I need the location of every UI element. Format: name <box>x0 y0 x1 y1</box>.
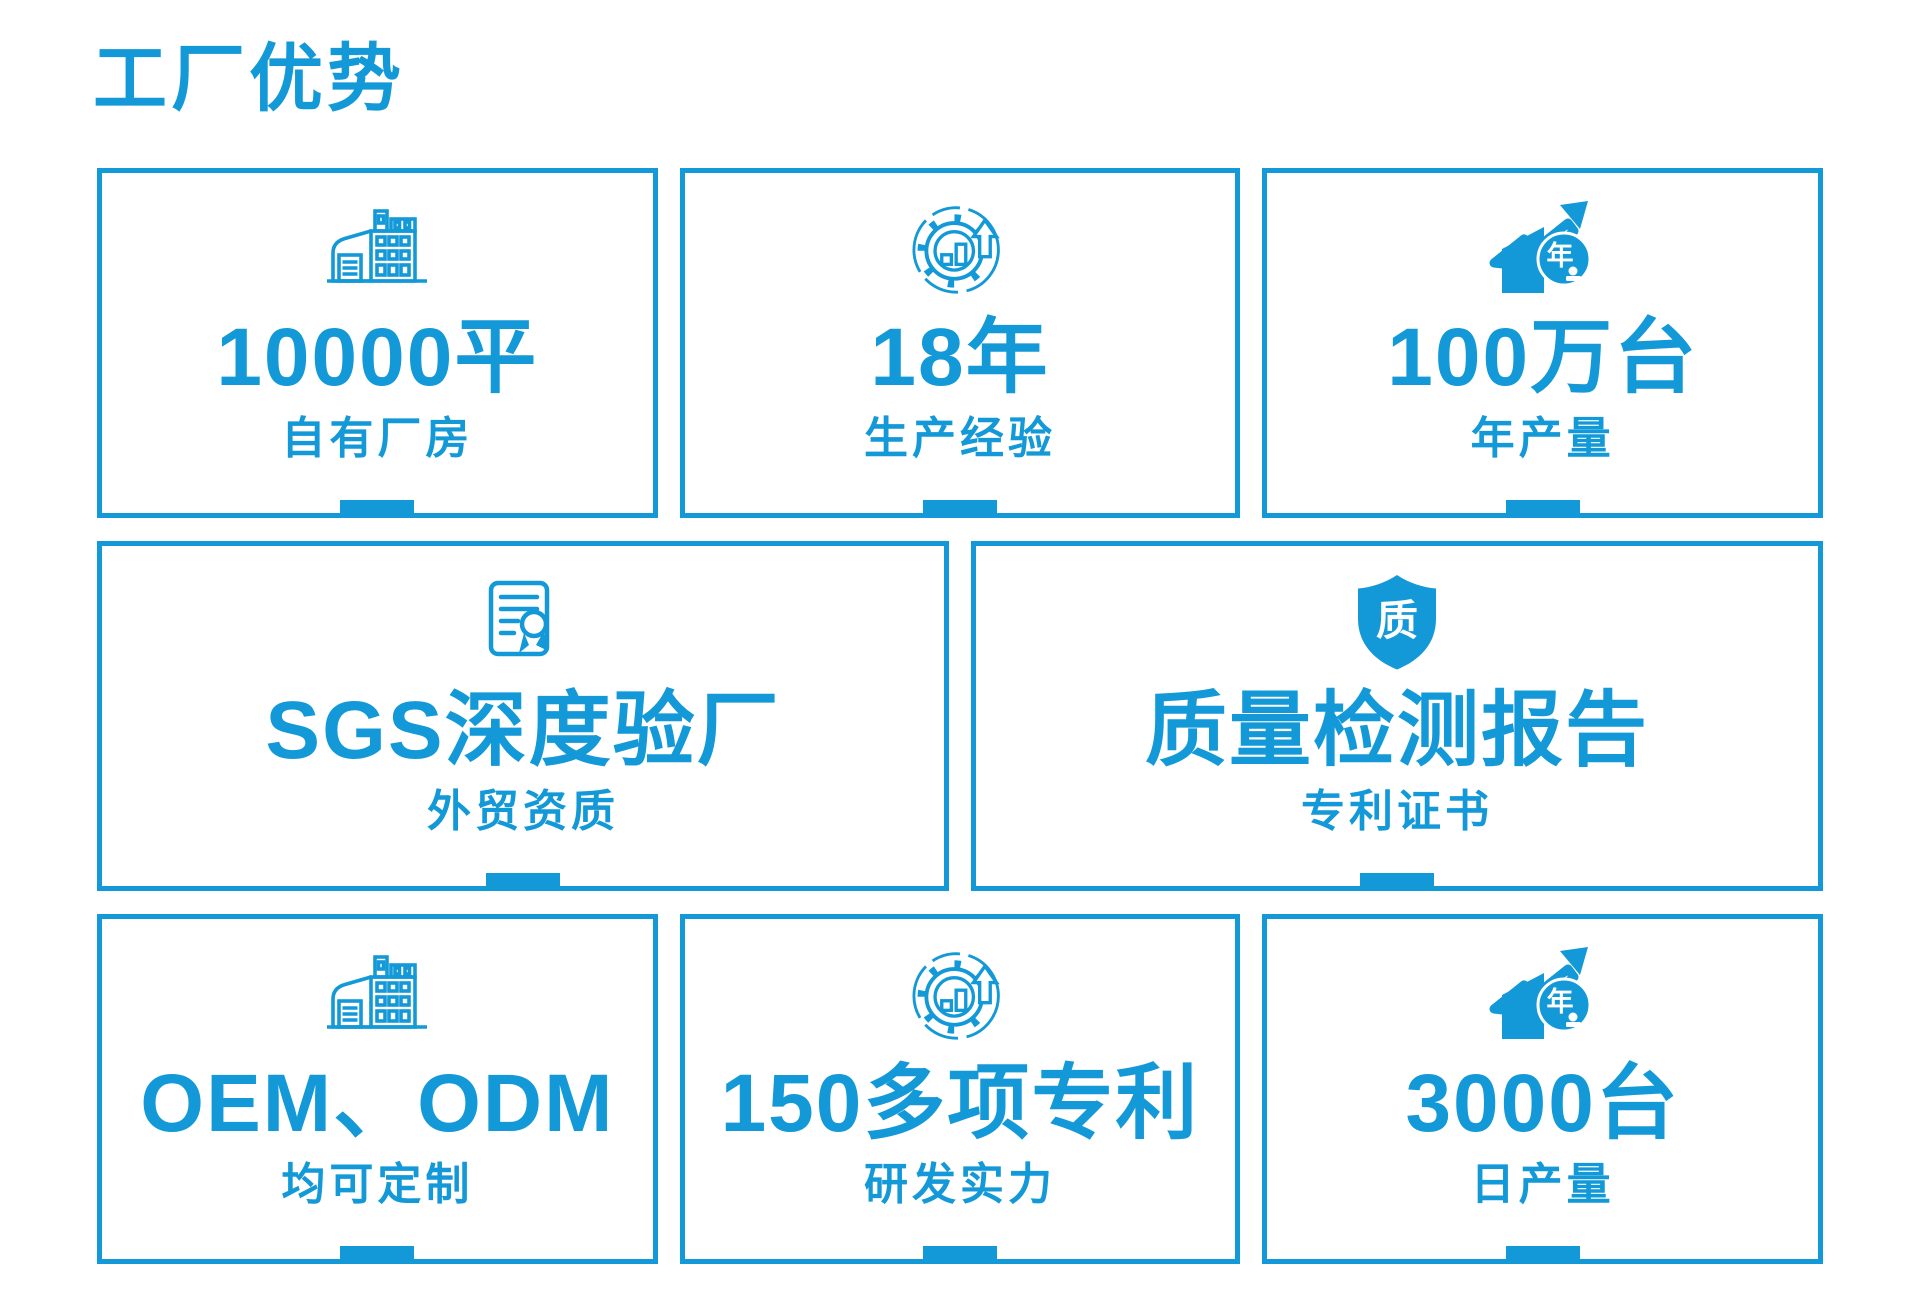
grid-row-1: 10000平 自有厂房 18年 生产经验 100万台 年产量 <box>97 168 1823 518</box>
stat-value: SGS深度验厂 <box>265 685 781 776</box>
stat-card-patents: 150多项专利 研发实力 <box>679 914 1241 1264</box>
page-title: 工厂优势 <box>93 37 405 120</box>
advantages-grid: 10000平 自有厂房 18年 生产经验 100万台 年产量 <box>97 168 1823 1287</box>
stat-value: OEM、ODM <box>140 1058 615 1149</box>
stat-card-quality-report: 质量检测报告 专利证书 <box>971 541 1823 891</box>
grid-row-2: SGS深度验厂 外贸资质 质量检测报告 专利证书 <box>97 541 1823 891</box>
card-bottom-tab <box>1505 1246 1580 1261</box>
stat-label: 生产经验 <box>863 414 1056 464</box>
stat-card-sgs-audit: SGS深度验厂 外贸资质 <box>97 541 949 891</box>
card-bottom-tab <box>1360 873 1434 888</box>
icon-box <box>1488 943 1598 1047</box>
stat-card-oem-odm: OEM、ODM 均可定制 <box>97 914 658 1264</box>
growth-chart-icon <box>1488 201 1598 297</box>
stat-label: 研发实力 <box>863 1160 1056 1210</box>
quality-shield-icon <box>1352 572 1442 672</box>
stat-label: 均可定制 <box>281 1160 474 1210</box>
icon-box <box>1488 197 1598 301</box>
stat-label: 专利证书 <box>1301 787 1493 837</box>
stat-value: 150多项专利 <box>720 1058 1200 1149</box>
card-bottom-tab <box>340 500 415 515</box>
icon-box <box>325 197 429 301</box>
stat-card-factory-area: 10000平 自有厂房 <box>97 168 658 518</box>
gear-chart-icon <box>910 201 1010 297</box>
stat-value: 质量检测报告 <box>1144 685 1649 776</box>
icon-box <box>477 570 569 674</box>
stat-card-daily-output: 3000台 日产量 <box>1262 914 1823 1264</box>
certificate-icon <box>477 576 569 668</box>
stat-value: 100万台 <box>1387 312 1699 403</box>
card-bottom-tab <box>922 1246 997 1261</box>
stat-value: 18年 <box>870 312 1050 403</box>
factory-icon <box>325 207 429 291</box>
stat-label: 自有厂房 <box>281 414 474 464</box>
icon-box <box>910 197 1010 301</box>
stat-label: 外贸资质 <box>427 787 619 837</box>
card-bottom-tab <box>1505 500 1580 515</box>
stat-card-annual-output: 100万台 年产量 <box>1262 168 1823 518</box>
grid-row-3: OEM、ODM 均可定制 150多项专利 研发实力 3000台 日产量 <box>97 914 1823 1264</box>
stat-label: 日产量 <box>1470 1160 1615 1210</box>
icon-box <box>1352 570 1442 674</box>
factory-icon <box>325 953 429 1037</box>
stat-value: 10000平 <box>216 312 539 403</box>
card-bottom-tab <box>922 500 997 515</box>
stat-value: 3000台 <box>1405 1058 1680 1149</box>
growth-chart-icon <box>1488 947 1598 1043</box>
stat-card-experience: 18年 生产经验 <box>679 168 1241 518</box>
icon-box <box>910 943 1010 1047</box>
stat-label: 年产量 <box>1470 414 1615 464</box>
icon-box <box>325 943 429 1047</box>
gear-chart-icon <box>910 947 1010 1043</box>
card-bottom-tab <box>486 873 560 888</box>
card-bottom-tab <box>340 1246 415 1261</box>
